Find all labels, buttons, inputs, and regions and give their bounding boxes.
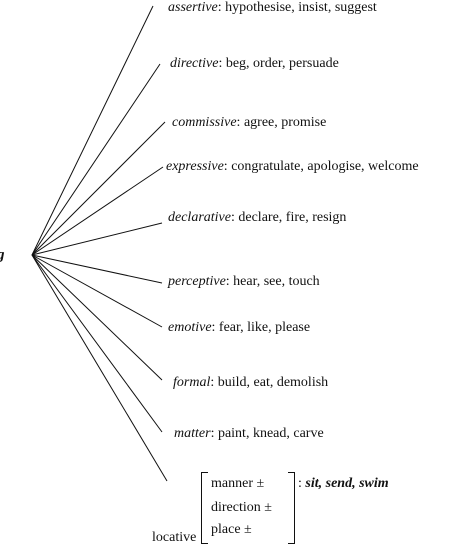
locative-label: locative: [152, 530, 197, 545]
branch-formal: formal: build, eat, demolish: [173, 375, 329, 390]
verb-examples: declare, fire, resign: [238, 210, 347, 225]
category-label: directive: [170, 56, 219, 71]
feature-direction: direction ±: [211, 500, 272, 515]
edge-emotive: [31, 254, 163, 328]
verb-examples: agree, promise: [243, 115, 327, 130]
verb-examples: hypothesise, insist, suggest: [225, 0, 377, 15]
category-label: perceptive: [168, 274, 226, 289]
branch-directive: directive: beg, order, persuade: [170, 56, 339, 71]
edge-formal: [31, 254, 163, 381]
category-label: commissive: [172, 115, 237, 130]
verb-examples: build, eat, demolish: [217, 375, 329, 390]
category-label: assertive: [168, 0, 218, 15]
category-label: declarative: [168, 210, 231, 225]
root-node-label: g: [0, 247, 5, 264]
right-bracket: [288, 472, 295, 544]
branch-expressive: expressive: congratulate, apologise, wel…: [166, 159, 419, 174]
feature-place: place ±: [211, 522, 252, 537]
branch-assertive: assertive: hypothesise, insist, suggest: [168, 0, 377, 15]
verb-examples: fear, like, please: [218, 320, 311, 335]
locative-separator: :: [298, 476, 302, 491]
edge-assertive: [31, 5, 154, 256]
category-label: emotive: [168, 320, 212, 335]
edge-matter: [31, 254, 163, 433]
category-label: matter: [174, 426, 211, 441]
branch-matter: matter: paint, knead, carve: [174, 426, 324, 441]
edge-perceptive: [31, 254, 163, 284]
category-label: expressive: [166, 159, 224, 174]
edge-commissive: [31, 121, 166, 256]
feature-manner: manner ±: [211, 476, 265, 491]
edge-declarative: [31, 222, 163, 256]
edge-directive: [31, 63, 161, 256]
edge-locative: [31, 254, 168, 482]
branch-commissive: commissive: agree, promise: [172, 115, 327, 130]
verb-examples: paint, knead, carve: [217, 426, 324, 441]
edge-expressive: [31, 166, 164, 256]
verb-examples: sit, send, swim: [305, 476, 389, 491]
branch-emotive: emotive: fear, like, please: [168, 320, 311, 335]
verb-examples: hear, see, touch: [233, 274, 320, 289]
left-bracket: [201, 472, 208, 544]
branch-perceptive: perceptive: hear, see, touch: [168, 274, 320, 289]
feature-matrix: manner ± direction ± place ±: [201, 472, 295, 544]
category-label: formal: [173, 375, 211, 390]
locative-verbs: : sit, send, swim: [298, 476, 389, 492]
branch-declarative: declarative: declare, fire, resign: [168, 210, 347, 225]
verb-examples: beg, order, persuade: [225, 56, 339, 71]
verb-examples: congratulate, apologise, welcome: [231, 159, 419, 174]
